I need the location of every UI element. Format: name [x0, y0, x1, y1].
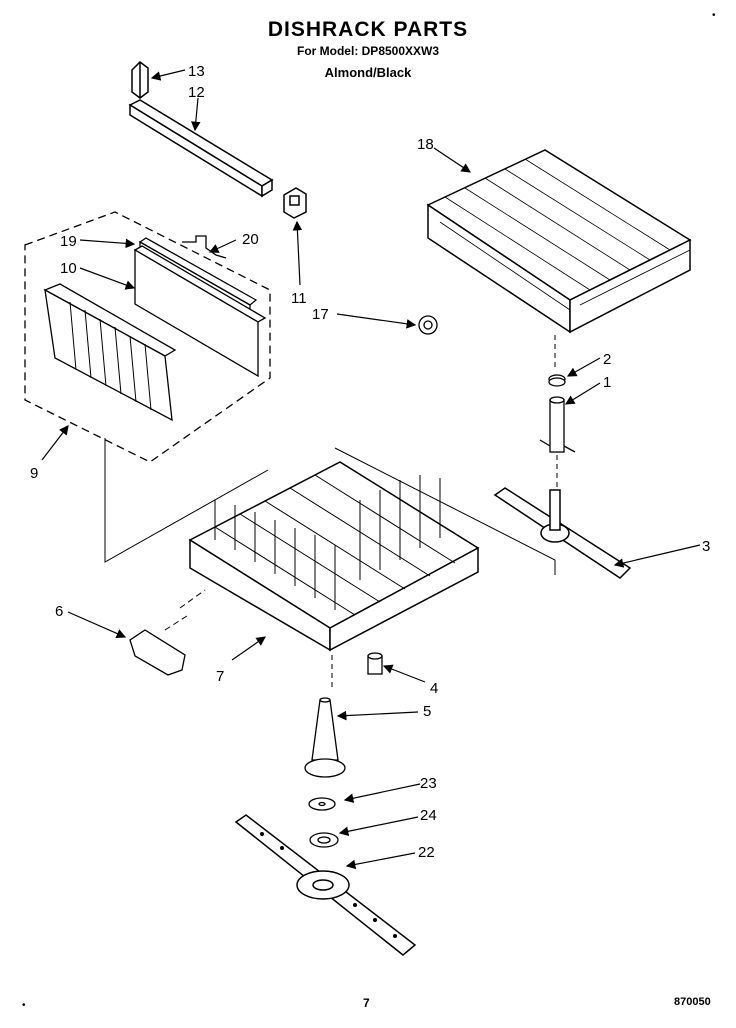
callout-18: 18 — [417, 136, 434, 153]
callout-7: 7 — [216, 668, 224, 685]
callout-10: 10 — [60, 260, 77, 277]
part-4-bearing — [367, 652, 383, 675]
color-subtitle: Almond/Black — [324, 65, 412, 80]
document-code: 870050 — [674, 996, 711, 1008]
callout-3: 3 — [702, 538, 710, 555]
callout-4: 4 — [430, 680, 438, 697]
panel-ribs — [69, 301, 152, 411]
callout-1: 1 — [603, 374, 611, 391]
part-1-upper-spray-tube — [539, 396, 576, 453]
callout-20: 20 — [242, 231, 259, 248]
callout-9: 9 — [30, 465, 38, 482]
callout-11: 11 — [291, 290, 307, 307]
callout-24: 24 — [420, 807, 437, 824]
part-20-clip — [182, 235, 227, 259]
callout-13: 13 — [188, 63, 205, 80]
part-13-end-clip — [131, 61, 149, 99]
part-23-seal — [308, 797, 336, 811]
spray-arm-holes — [260, 832, 397, 938]
upper-rack-wires — [439, 158, 691, 311]
part-6-rack-guide — [129, 629, 186, 676]
page-title: DISHRACK PARTS — [267, 18, 469, 41]
part-5-lower-spray-tube — [304, 697, 346, 778]
part-17-rack-wheel — [418, 315, 438, 335]
callout-17: 17 — [312, 306, 329, 323]
part-9-assembly-outline — [24, 211, 271, 463]
page-number: 7 — [363, 996, 370, 1010]
part-11-rack-stop — [283, 187, 307, 219]
leader-lines — [41, 69, 701, 870]
callout-5: 5 — [423, 703, 431, 720]
part-3-upper-spray-arm — [493, 487, 632, 579]
callout-22: 22 — [418, 844, 435, 861]
part-18-upper-rack — [426, 149, 692, 334]
callout-19: 19 — [60, 233, 77, 250]
projection-lines — [104, 438, 556, 690]
callout-23: 23 — [420, 775, 437, 792]
lower-rack-tines — [214, 474, 456, 616]
callout-12: 12 — [188, 84, 205, 101]
part-2-washer — [548, 374, 566, 387]
callout-2: 2 — [603, 351, 611, 368]
part-12-rack-trim-bar — [128, 99, 274, 198]
callout-6: 6 — [55, 603, 63, 620]
part-9-panel — [43, 283, 177, 422]
part-24-nut — [309, 832, 339, 848]
part-7-lower-rack — [188, 461, 480, 652]
corner-mark-bottom: • — [22, 1000, 26, 1011]
model-subtitle: For Model: DP8500XXW3 — [296, 44, 440, 58]
corner-mark-top: • — [712, 10, 716, 21]
part-22-lower-spray-arm — [234, 814, 417, 956]
